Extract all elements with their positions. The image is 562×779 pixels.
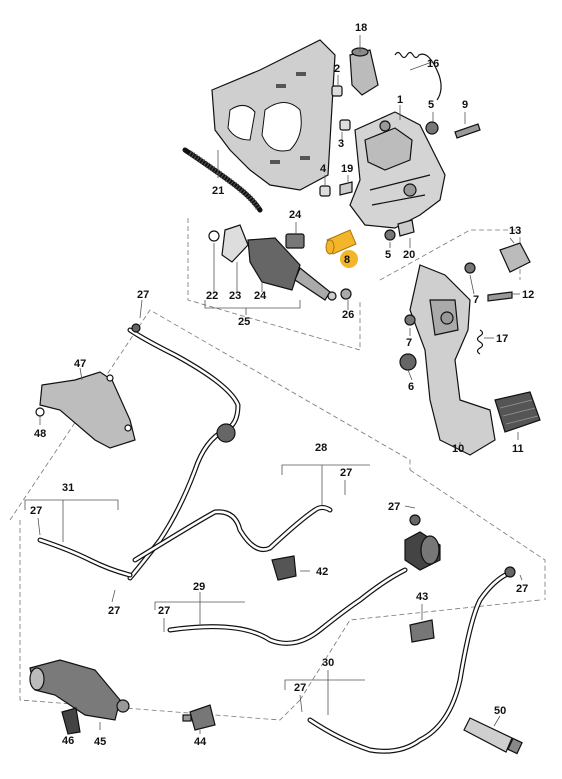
leader-lines <box>24 35 523 734</box>
label-8: 8 <box>344 254 350 266</box>
pedal-bracket <box>349 111 446 229</box>
grease-tube-50 <box>463 717 523 755</box>
connector-44 <box>182 704 216 731</box>
label-7a: 7 <box>473 294 479 306</box>
label-50: 50 <box>494 705 506 717</box>
spring-17 <box>476 329 484 355</box>
label-16: 16 <box>427 58 439 70</box>
master-cylinder-group <box>208 224 352 301</box>
part-labels: 18 2 3 4 19 1 5 9 16 21 24 8 5 20 13 7 1… <box>30 22 534 748</box>
label-5b: 5 <box>385 249 391 261</box>
label-10: 10 <box>452 443 464 455</box>
label-27e: 27 <box>108 605 120 617</box>
damper-unit <box>404 531 441 571</box>
label-9: 9 <box>462 99 468 111</box>
label-23: 23 <box>229 290 241 302</box>
label-30: 30 <box>322 657 334 669</box>
label-11: 11 <box>512 443 524 455</box>
label-27b: 27 <box>340 467 352 479</box>
label-3: 3 <box>338 138 344 150</box>
label-31: 31 <box>62 482 74 494</box>
highlighted-part-8 <box>325 229 358 268</box>
return-spring-16 <box>394 51 442 101</box>
label-17: 17 <box>496 333 508 345</box>
clip-43 <box>409 619 435 643</box>
label-21: 21 <box>212 185 224 197</box>
label-44: 44 <box>194 736 207 748</box>
label-18: 18 <box>355 22 367 34</box>
bulkhead-studs <box>270 72 310 164</box>
label-46: 46 <box>62 735 74 747</box>
label-27g: 27 <box>516 583 528 595</box>
label-5a: 5 <box>428 99 434 111</box>
slave-cylinder <box>29 659 130 735</box>
label-43: 43 <box>416 591 428 603</box>
label-25: 25 <box>238 316 250 328</box>
label-27d: 27 <box>388 501 400 513</box>
label-48: 48 <box>34 428 46 440</box>
label-28: 28 <box>315 442 327 454</box>
pipe-fittings <box>131 323 516 578</box>
label-27c: 27 <box>30 505 42 517</box>
pedal-pad <box>494 391 541 433</box>
label-6: 6 <box>408 381 414 393</box>
label-20: 20 <box>403 249 415 261</box>
label-27h: 27 <box>294 682 306 694</box>
label-12: 12 <box>522 289 534 301</box>
label-42: 42 <box>316 566 328 578</box>
label-24a: 24 <box>289 209 302 221</box>
clutch-pedal <box>409 264 496 456</box>
label-29: 29 <box>193 581 205 593</box>
bulkhead-plate <box>211 39 336 191</box>
label-19: 19 <box>341 163 353 175</box>
label-22: 22 <box>206 290 218 302</box>
label-26: 26 <box>342 309 354 321</box>
bracket-47 <box>35 371 136 449</box>
label-24b: 24 <box>254 290 267 302</box>
part-8-badge <box>340 250 358 268</box>
label-2: 2 <box>334 63 340 75</box>
label-45: 45 <box>94 736 106 748</box>
label-47: 47 <box>74 358 86 370</box>
small-hardware <box>319 85 513 326</box>
label-7b: 7 <box>406 337 412 349</box>
label-4: 4 <box>320 163 327 175</box>
clip-13 <box>499 242 531 273</box>
label-27a: 27 <box>137 289 149 301</box>
component-18 <box>349 47 379 96</box>
stop-buffer <box>399 353 417 371</box>
hose-21 <box>182 147 263 213</box>
label-13: 13 <box>509 225 521 237</box>
label-1: 1 <box>397 94 403 106</box>
clip-42 <box>271 555 297 581</box>
label-27f: 27 <box>158 605 170 617</box>
